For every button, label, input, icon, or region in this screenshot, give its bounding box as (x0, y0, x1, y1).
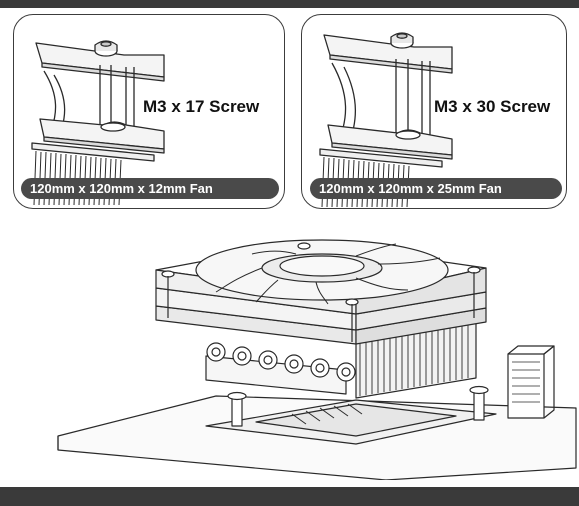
detail-panel-12mm-fan: M3 x 17 Screw 120mm x 120mm x 12mm Fan (13, 14, 285, 209)
fan-size-label: 120mm x 120mm x 12mm Fan (21, 178, 279, 199)
top-header-band (0, 0, 579, 8)
screw-label: M3 x 30 Screw (434, 97, 551, 116)
bottom-footer-band (0, 487, 579, 506)
detail-panel-25mm-fan: M3 x 30 Screw 120mm x 120mm x 25mm Fan (301, 14, 567, 209)
cpu-cooler-illustration (57, 239, 577, 480)
screw-label: M3 x 17 Screw (143, 97, 260, 116)
fan-size-label: 120mm x 120mm x 25mm Fan (310, 178, 562, 199)
